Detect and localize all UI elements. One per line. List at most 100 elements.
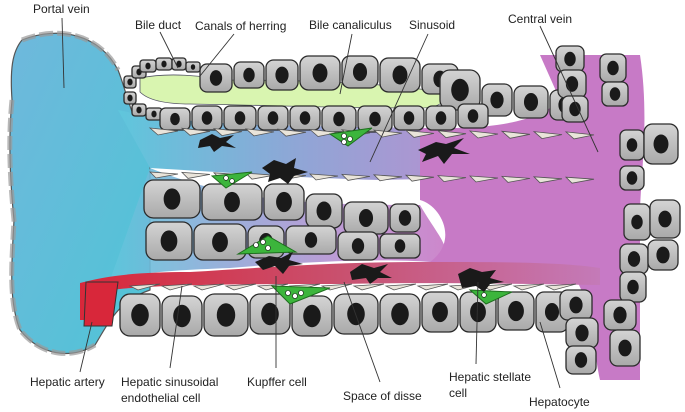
label-central-vein: Central vein: [508, 12, 572, 26]
endothelial-cell: [128, 283, 161, 291]
endothelial-cell: [340, 173, 371, 181]
stellate-cell: [262, 158, 308, 184]
label-bile-duct: Bile duct: [135, 18, 182, 32]
cell-nucleus: [312, 63, 328, 83]
label-hepatocyte: Hepatocyte: [529, 395, 590, 409]
label-canals-of-herring: Canals of herring: [195, 19, 286, 33]
cell-nucleus: [544, 303, 560, 321]
stellate-cell: [458, 268, 504, 292]
cell-nucleus: [224, 191, 240, 213]
endothelial-cell: [276, 128, 307, 137]
cell-nucleus: [201, 111, 213, 125]
endothelial-cell: [532, 131, 563, 140]
cell-nucleus: [392, 65, 408, 85]
endothelial-cell: [436, 175, 467, 183]
endothelial-cell: [180, 127, 211, 136]
cell-nucleus: [607, 60, 619, 76]
cell-nucleus: [299, 111, 311, 125]
stellate-cell: [350, 264, 392, 284]
cell-nucleus: [304, 232, 318, 248]
cell-nucleus: [618, 339, 632, 357]
hepatic-artery-vessel: [83, 281, 119, 327]
endothelial-cell: [512, 283, 545, 291]
cell-nucleus: [627, 251, 641, 267]
cell-nucleus: [234, 111, 246, 125]
endothelial-cell: [416, 283, 449, 291]
cell-nucleus: [574, 352, 588, 368]
cell-nucleus: [160, 230, 178, 252]
cell-nucleus: [569, 101, 581, 117]
cell-nucleus: [131, 303, 149, 327]
cell-nucleus: [394, 239, 406, 253]
cell-nucleus: [626, 171, 638, 185]
endothelial-cell: [212, 128, 243, 137]
cell-nucleus: [161, 60, 167, 68]
portal-vein-endothelium: [7, 30, 121, 356]
label-stellate-line2: cell: [449, 386, 467, 400]
cell-nucleus: [358, 209, 374, 227]
cell-nucleus: [127, 94, 133, 102]
cell-nucleus: [432, 301, 448, 323]
endothelial-cell: [436, 130, 467, 139]
cell-nucleus: [190, 64, 196, 70]
cell-nucleus: [276, 191, 292, 213]
cell-nucleus: [347, 302, 365, 326]
endothelial-cell: [532, 176, 563, 184]
cell-nucleus: [173, 304, 191, 328]
cell-nucleus: [176, 60, 182, 68]
cell-nucleus: [267, 111, 279, 125]
cell-nucleus: [369, 111, 381, 127]
endothelial-cell: [180, 171, 211, 179]
label-space-of-disse: Space of disse: [343, 389, 422, 403]
endothelial-cell: [468, 175, 499, 183]
cell-nucleus: [303, 304, 321, 328]
cell-nucleus: [565, 76, 579, 92]
label-portal-vein: Portal vein: [33, 2, 90, 16]
stellate-cell: [418, 138, 470, 164]
cell-nucleus: [261, 302, 279, 326]
cell-nucleus: [569, 296, 583, 314]
cell-nucleus: [209, 70, 223, 86]
label-bile-canaliculus: Bile canaliculus: [309, 18, 392, 32]
endothelial-cell: [244, 128, 275, 137]
cell-nucleus: [127, 78, 133, 86]
cell-nucleus: [658, 210, 672, 228]
cell-nucleus: [170, 112, 180, 126]
endothelial-cell: [244, 172, 275, 180]
endothelial-cell: [384, 283, 417, 291]
cell-nucleus: [151, 110, 157, 118]
cell-nucleus: [564, 51, 576, 67]
cell-nucleus: [467, 109, 479, 123]
stellate-cell: [255, 252, 303, 274]
cell-nucleus: [275, 66, 289, 84]
label-endothelial-line1: Hepatic sinusoidal: [121, 375, 218, 389]
stellate-cell: [198, 134, 236, 152]
cell-nucleus: [212, 231, 228, 253]
endothelial-cell: [372, 129, 403, 138]
endothelial-cell: [160, 283, 193, 291]
cell-nucleus: [352, 63, 368, 81]
cell-nucleus: [508, 300, 524, 322]
endothelial-cell: [308, 128, 339, 137]
cell-nucleus: [609, 87, 621, 101]
endothelial-cell: [404, 129, 435, 138]
endothelial-cell: [148, 127, 179, 136]
label-stellate-line1: Hepatic stellate: [449, 370, 531, 384]
cell-nucleus: [216, 303, 236, 327]
cell-nucleus: [523, 93, 539, 111]
cell-nucleus: [243, 67, 255, 83]
labels: Portal vein Bile duct Canals of herring …: [30, 2, 590, 409]
endothelial-cell: [500, 130, 531, 139]
endothelial-cell: [308, 173, 339, 181]
cell-nucleus: [631, 214, 643, 230]
cell-nucleus: [435, 111, 447, 125]
endothelial-cell: [544, 283, 577, 291]
label-sinusoid: Sinusoid: [409, 18, 455, 32]
cell-nucleus: [626, 138, 638, 152]
endothelial-cell: [192, 283, 225, 291]
cell-nucleus: [163, 188, 181, 210]
cell-nucleus: [316, 201, 332, 221]
cell-nucleus: [136, 106, 142, 114]
endothelial-cell: [352, 283, 385, 291]
